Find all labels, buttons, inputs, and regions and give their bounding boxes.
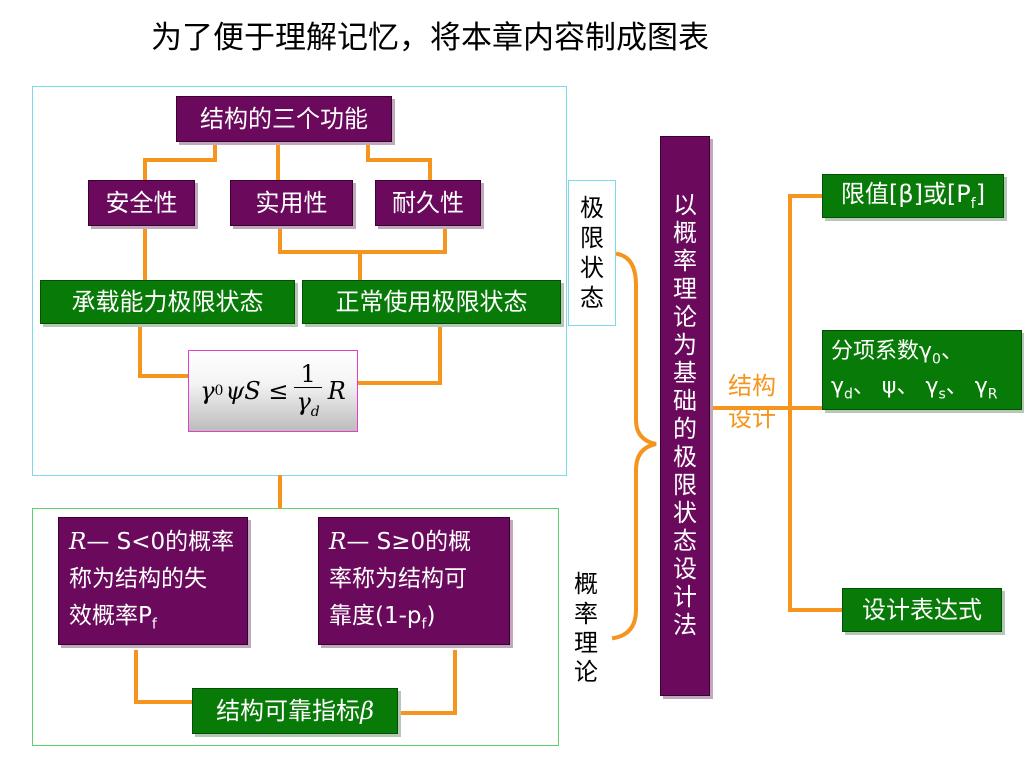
formula-lhs: ψS ≤	[225, 377, 289, 405]
limit-state-label-char: 极	[580, 194, 604, 222]
central-method-char: 论	[673, 303, 697, 332]
line-functions-durability	[366, 144, 432, 180]
structural-design-label-line: 结构	[728, 372, 776, 400]
central-method-char: 概	[673, 219, 697, 248]
probability-label-char: 率	[574, 599, 598, 628]
factor-symbol: γ	[831, 374, 845, 400]
safety-box: 安全性	[88, 180, 195, 226]
limit-state-label: 极限状态	[568, 180, 616, 326]
line-functions-safety	[143, 144, 217, 180]
formula-rhs: R	[327, 377, 346, 405]
partial-factors-box: 分项系数γ0、 γd、 ψ、 γs、 γR	[822, 330, 1022, 410]
formula-gamma: γ	[200, 377, 215, 405]
durability-box: 耐久性	[375, 180, 481, 226]
curly-brace	[611, 251, 657, 641]
central-method-char: 法	[673, 610, 697, 639]
central-method-char: 态	[673, 526, 697, 555]
central-method-char: 设	[673, 554, 697, 583]
central-method-box: 以概率理论为基础的极限状态设计法	[660, 136, 710, 696]
central-method-char: 础	[673, 387, 697, 416]
line-ultimate-formula	[138, 322, 190, 378]
limit-state-panel	[32, 86, 567, 476]
central-method-char: 率	[673, 247, 697, 276]
probability-label-char: 概	[574, 570, 598, 599]
page-title: 为了便于理解记忆，将本章内容制成图表	[151, 20, 709, 56]
three-functions-box: 结构的三个功能	[176, 96, 392, 142]
structural-design-label: 结构设计	[728, 370, 788, 435]
central-method-char: 以	[673, 191, 697, 220]
central-method-char: 极	[673, 442, 697, 471]
central-method-char: 计	[673, 582, 697, 611]
ultimate-limit-state-box: 承载能力极限状态	[40, 280, 295, 324]
serviceability-limit-state-box: 正常使用极限状态	[302, 280, 561, 324]
line-failure-index	[134, 650, 194, 704]
factor-symbol: γ	[974, 374, 988, 400]
line-reliability-index	[396, 650, 457, 715]
probability-theory-label: 概率理论	[566, 562, 606, 696]
reliability-box: R— S≥0的概 率称为结构可 靠度(1-pf)	[318, 517, 510, 645]
central-method-char: 限	[673, 470, 697, 499]
limit-state-label-char: 态	[580, 284, 604, 312]
formula-denominator: γd	[296, 388, 320, 421]
probability-label-char: 论	[574, 658, 598, 687]
applicability-box: 实用性	[230, 180, 353, 226]
partial-factors-line2: γd、 ψ、 γs、 γR	[831, 374, 998, 403]
central-method-char: 状	[673, 498, 697, 527]
formula-numerator: 1	[294, 361, 322, 389]
design-expression-box: 设计表达式	[842, 588, 1002, 632]
central-method-char: 理	[673, 275, 697, 304]
factor-symbol: γ	[925, 374, 939, 400]
failure-probability-box: R— S<0的概率 称为结构的失 效概率Pf	[58, 517, 248, 645]
line-serviceability-bracket	[278, 227, 447, 254]
central-method-char: 的	[673, 415, 697, 443]
formula-gamma-sub: 0	[214, 383, 224, 399]
formula-fraction: 1 γd	[294, 361, 322, 421]
line-serviceability-formula	[356, 322, 442, 385]
probability-panel	[32, 508, 559, 746]
structural-design-label-line: 设计	[728, 404, 776, 433]
central-method-char: 基	[673, 359, 697, 388]
limit-state-label-char: 状	[580, 254, 604, 282]
central-method-char: 为	[673, 331, 697, 360]
limit-state-label-char: 限	[580, 224, 604, 252]
limit-value-box: 限值[β]或[Pf]	[822, 174, 1004, 218]
factor-symbol: ψ	[881, 374, 897, 400]
probability-label-char: 理	[574, 629, 598, 657]
